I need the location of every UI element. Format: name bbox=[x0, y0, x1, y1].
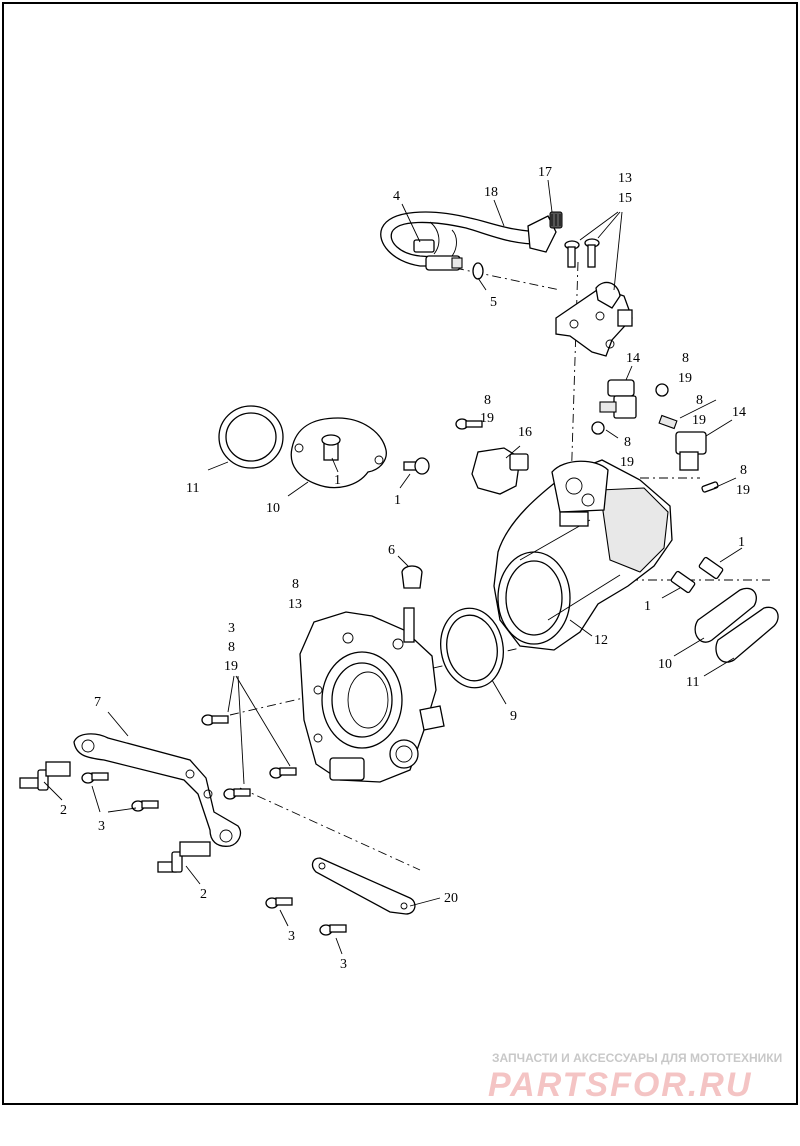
callout-10-left: 10 bbox=[266, 501, 280, 516]
callout-13-top: 13 bbox=[618, 171, 632, 186]
bracket-bolt-upper bbox=[19, 761, 71, 791]
leader-lines bbox=[43, 179, 743, 955]
callout-8-sensor: 8 bbox=[484, 393, 491, 408]
watermark-brand: PARTSFOR.RU bbox=[488, 1066, 752, 1104]
callout-5: 5 bbox=[490, 295, 497, 310]
injector-seals-upper bbox=[591, 383, 669, 435]
callout-10-right: 10 bbox=[658, 657, 672, 672]
callout-19-right: 19 bbox=[692, 413, 706, 428]
callout-8-upper: 8 bbox=[682, 351, 689, 366]
callout-8-right: 8 bbox=[696, 393, 703, 408]
callout-1-right-upper: 1 bbox=[738, 535, 745, 550]
callout-15: 15 bbox=[618, 191, 632, 206]
callout-3-bracket: 3 bbox=[98, 819, 105, 834]
fuel-injector-right bbox=[658, 414, 719, 493]
callout-17: 17 bbox=[538, 165, 552, 180]
fuel-injector-upper bbox=[599, 379, 637, 419]
callout-19-far-right: 19 bbox=[736, 483, 750, 498]
flange-right bbox=[694, 587, 757, 643]
callout-14-upper: 14 bbox=[626, 351, 640, 366]
fuel-rail-block bbox=[555, 281, 633, 357]
callout-1-left-screw: 1 bbox=[394, 493, 401, 508]
flange-left bbox=[290, 417, 387, 489]
callout-1-flange: 1 bbox=[334, 473, 341, 488]
intake-gasket bbox=[440, 607, 504, 689]
callout-9: 9 bbox=[510, 709, 517, 724]
flange-screws-right bbox=[670, 556, 724, 594]
fuel-hose bbox=[380, 211, 549, 267]
flange-screw-left bbox=[403, 457, 430, 475]
o-ring-seal bbox=[472, 262, 484, 280]
callout-8-cluster: 8 bbox=[228, 640, 235, 655]
callout-numbers: 4 18 17 13 15 5 14 8 19 8 19 14 8 19 8 1… bbox=[60, 165, 750, 972]
callout-19-upper: 19 bbox=[678, 371, 692, 386]
callout-3-cluster: 3 bbox=[228, 621, 235, 636]
elbow-fitting bbox=[527, 211, 563, 253]
strap-screws bbox=[265, 897, 347, 936]
callout-2-lower: 2 bbox=[200, 887, 207, 902]
induction-module bbox=[493, 459, 673, 651]
diagram-border bbox=[2, 2, 798, 1105]
callout-3-strap-right: 3 bbox=[340, 957, 347, 972]
map-sensor bbox=[471, 447, 529, 495]
vacuum-cap bbox=[401, 565, 423, 589]
sensor-screw bbox=[455, 418, 483, 430]
callout-8-far-right: 8 bbox=[740, 463, 747, 478]
fuel-line-fitting bbox=[413, 239, 463, 271]
callout-8-throttle: 8 bbox=[292, 577, 299, 592]
callout-19-injector: 19 bbox=[620, 455, 634, 470]
callout-19-sensor: 19 bbox=[480, 411, 494, 426]
callout-20: 20 bbox=[444, 891, 458, 906]
callout-12: 12 bbox=[594, 633, 608, 648]
seal-ring-right bbox=[715, 606, 779, 663]
callout-19-cluster: 19 bbox=[224, 659, 238, 674]
callout-11-right: 11 bbox=[686, 675, 699, 690]
callout-18: 18 bbox=[484, 185, 498, 200]
callout-1-right-lower: 1 bbox=[644, 599, 651, 614]
callout-8-injector: 8 bbox=[624, 435, 631, 450]
callout-11-left: 11 bbox=[186, 481, 199, 496]
callout-6: 6 bbox=[388, 543, 395, 558]
rail-screws bbox=[564, 238, 600, 268]
seal-ring-left bbox=[218, 405, 284, 469]
watermark-tagline: ЗАПЧАСТИ И АКСЕССУАРЫ ДЛЯ МОТОТЕХНИКИ bbox=[492, 1051, 782, 1065]
callout-13-throttle: 13 bbox=[288, 597, 302, 612]
watermark: ЗАПЧАСТИ И АКСЕССУАРЫ ДЛЯ МОТОТЕХНИКИ PA… bbox=[488, 1051, 782, 1104]
throttle-body bbox=[299, 607, 445, 783]
bracket-bolt-lower bbox=[157, 841, 211, 873]
support-bracket bbox=[73, 733, 242, 847]
callout-7: 7 bbox=[94, 695, 101, 710]
callout-3-strap-left: 3 bbox=[288, 929, 295, 944]
callout-4: 4 bbox=[393, 189, 400, 204]
throttle-body-screws bbox=[201, 714, 297, 800]
callout-2-upper: 2 bbox=[60, 803, 67, 818]
callout-14-right: 14 bbox=[732, 405, 746, 420]
mounting-strap bbox=[311, 857, 416, 915]
callout-16: 16 bbox=[518, 425, 532, 440]
